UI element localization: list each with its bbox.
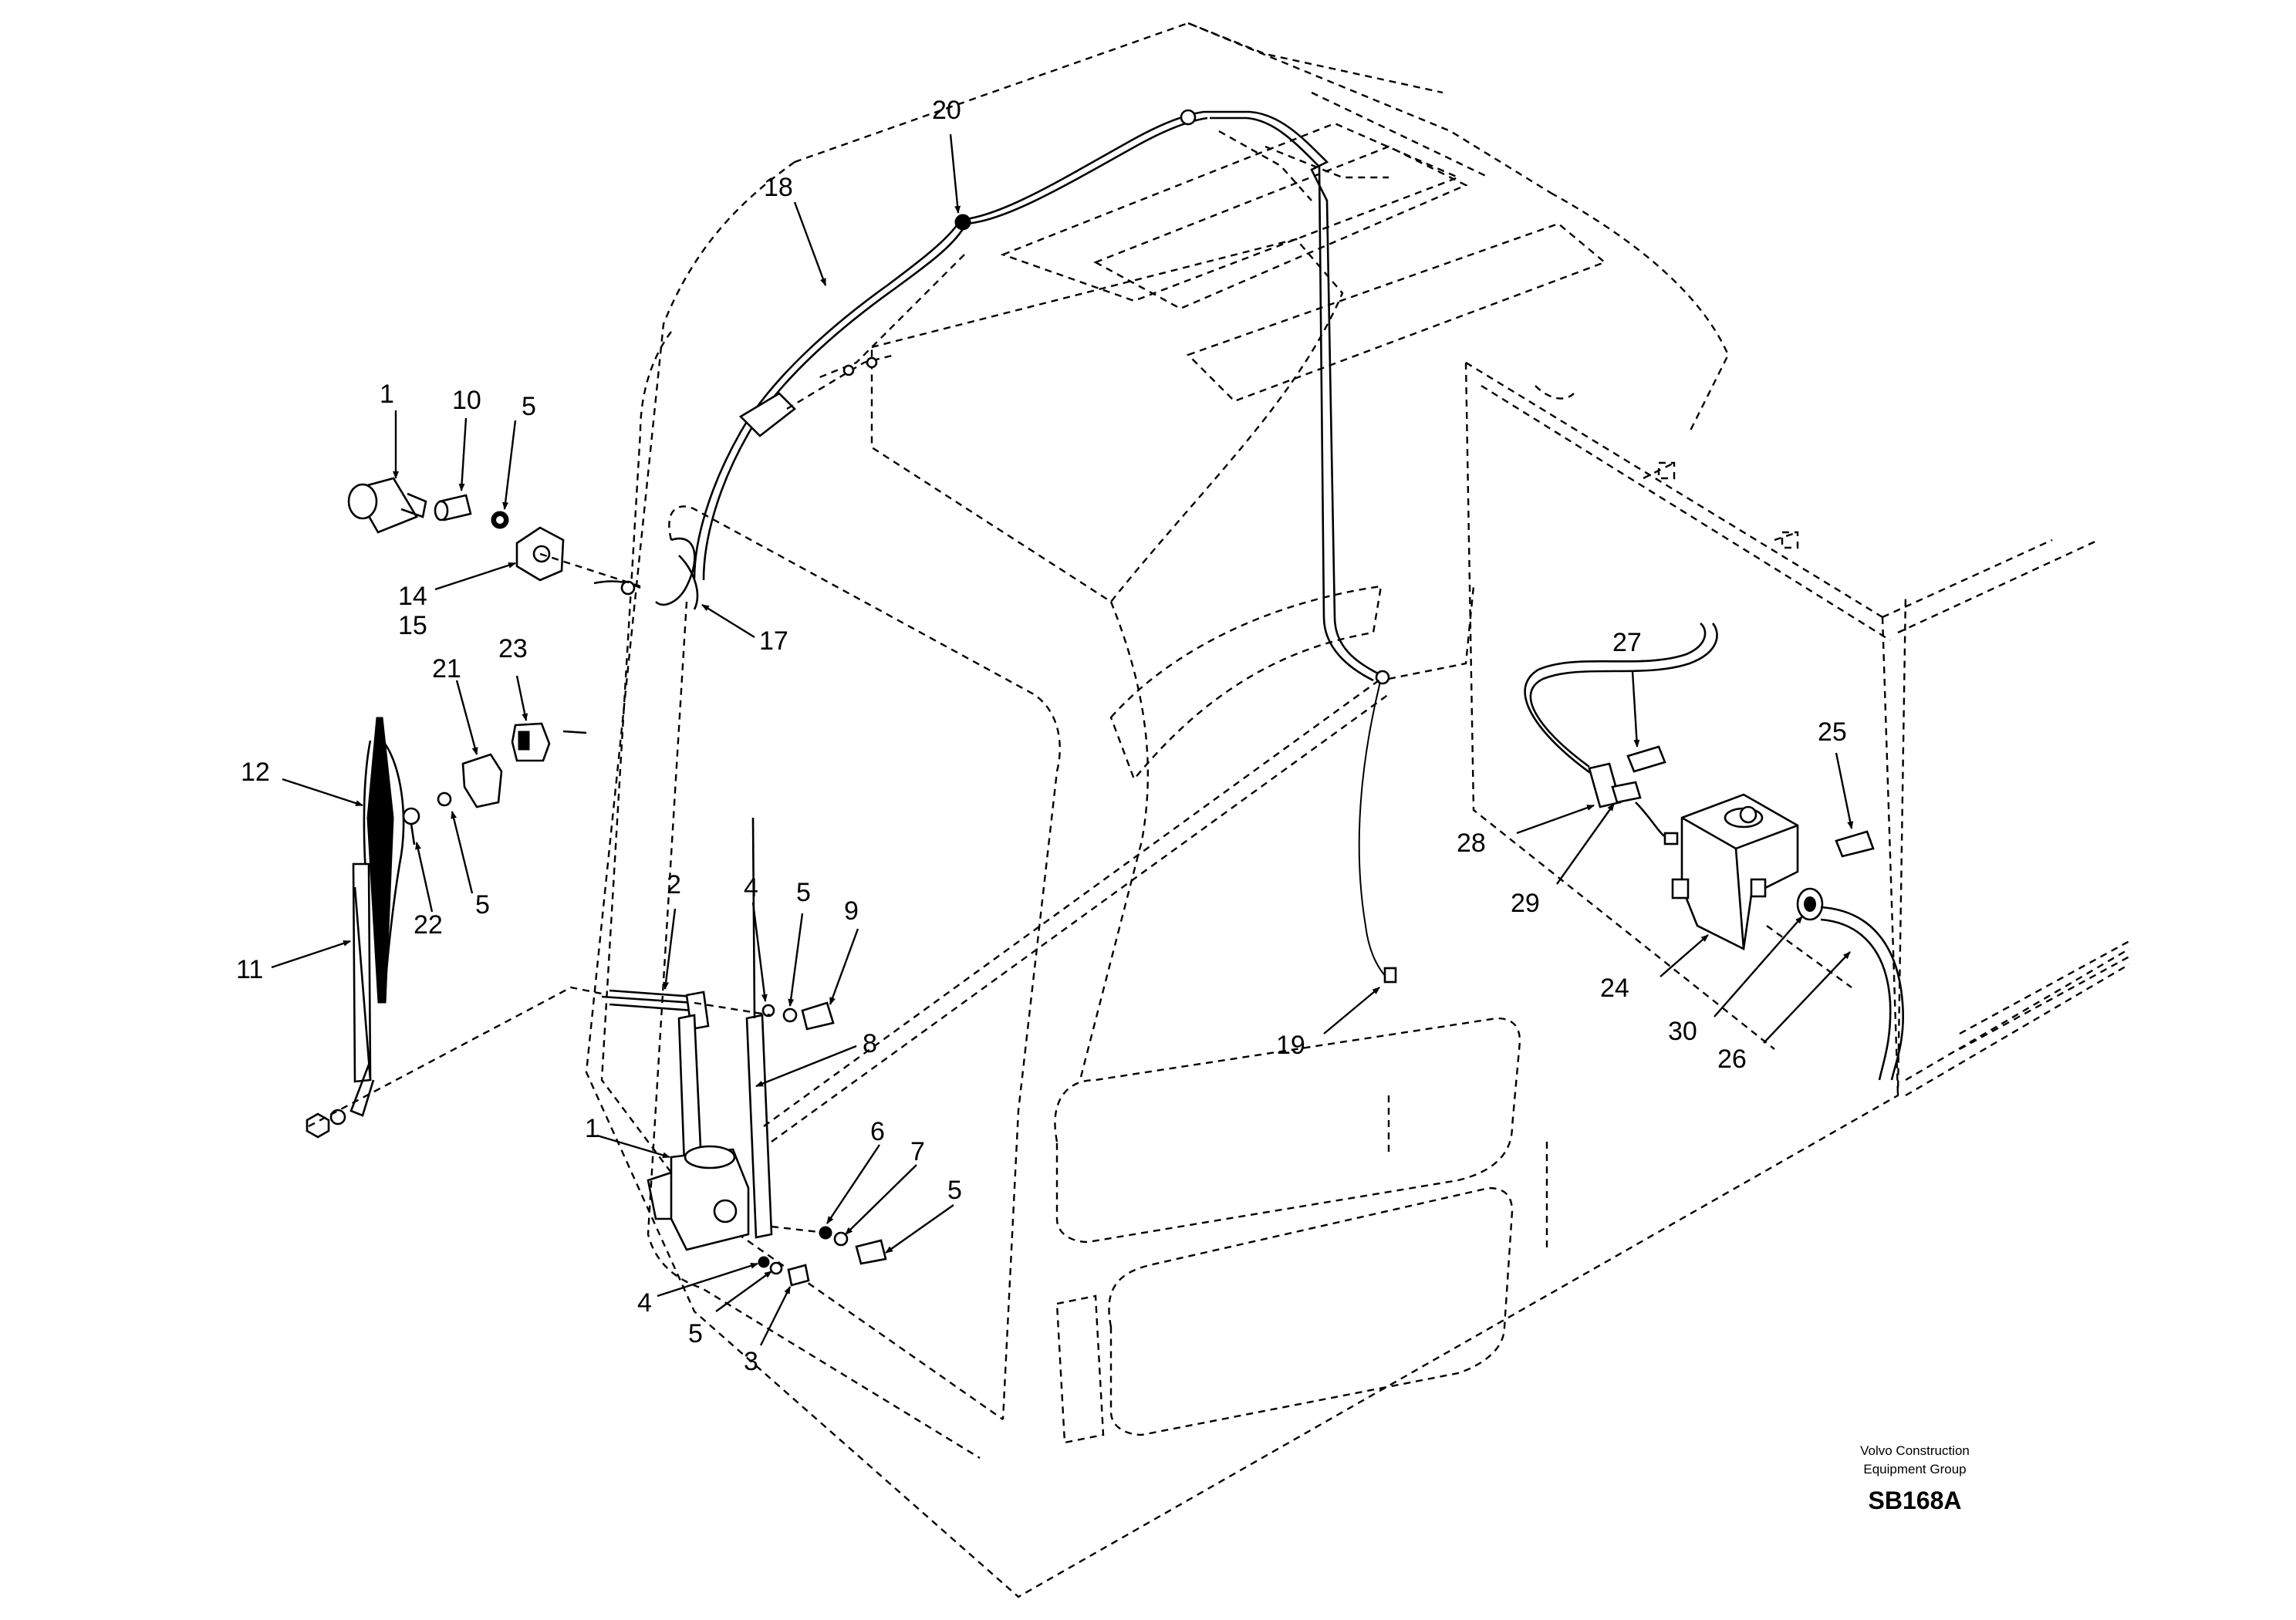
callout-30: 30 <box>1668 1017 1697 1046</box>
drawing-code: SB168A <box>1869 1487 1962 1514</box>
callout-18: 18 <box>764 173 793 202</box>
callout-16: 10 <box>452 386 481 415</box>
callout-1: 1 <box>585 1114 599 1143</box>
callout-17: 17 <box>759 626 788 656</box>
callout-13: 1 <box>380 380 394 409</box>
washer-reservoir <box>1524 622 1904 1081</box>
credit-block: Volvo Construction Equipment Group SB168… <box>1860 1443 1970 1514</box>
leader-lines <box>271 133 1854 1346</box>
callout-5d: 5 <box>688 1319 703 1348</box>
wiring-harness <box>693 109 1475 984</box>
callout-21: 21 <box>432 654 461 683</box>
callout-5c: 5 <box>796 878 811 907</box>
callout-20: 20 <box>932 96 961 125</box>
callout-2: 2 <box>667 870 681 899</box>
callout-11: 11 <box>236 955 263 984</box>
callout-19: 19 <box>1276 1031 1305 1060</box>
callout-22: 22 <box>414 910 443 940</box>
callout-9: 8 <box>863 1029 877 1058</box>
wire-loop-17 <box>593 537 699 610</box>
callout-6: 5 <box>947 1176 962 1205</box>
callout-8: 7 <box>910 1137 925 1166</box>
callout-25: 25 <box>1818 717 1847 747</box>
callout-29: 29 <box>1511 889 1540 918</box>
callout-24: 24 <box>1600 974 1629 1003</box>
wiper-assembly <box>306 477 641 1139</box>
wiper-motor-linkage <box>308 678 1389 1287</box>
cab-outline <box>585 22 2130 1598</box>
callout-labels: 1 10 5 14 15 17 18 20 21 23 12 22 5 11 2… <box>236 96 1847 1376</box>
callout-23: 23 <box>498 634 528 663</box>
callout-3: 3 <box>744 1347 758 1376</box>
callout-15: 15 <box>398 611 427 640</box>
callout-4: 4 <box>744 873 758 903</box>
callout-26: 26 <box>1717 1045 1747 1074</box>
callout-5b: 5 <box>475 890 490 920</box>
callout-10: 9 <box>844 896 859 926</box>
credit-line-1: Volvo Construction <box>1860 1443 1970 1458</box>
callout-28: 28 <box>1457 829 1486 858</box>
callout-12: 12 <box>241 758 270 787</box>
callout-5: 5 <box>522 392 536 421</box>
callout-7: 6 <box>870 1117 885 1146</box>
callout-4b: 4 <box>637 1288 652 1318</box>
callout-14: 14 <box>398 582 427 611</box>
callout-27: 27 <box>1612 628 1642 657</box>
credit-line-2: Equipment Group <box>1863 1462 1966 1477</box>
